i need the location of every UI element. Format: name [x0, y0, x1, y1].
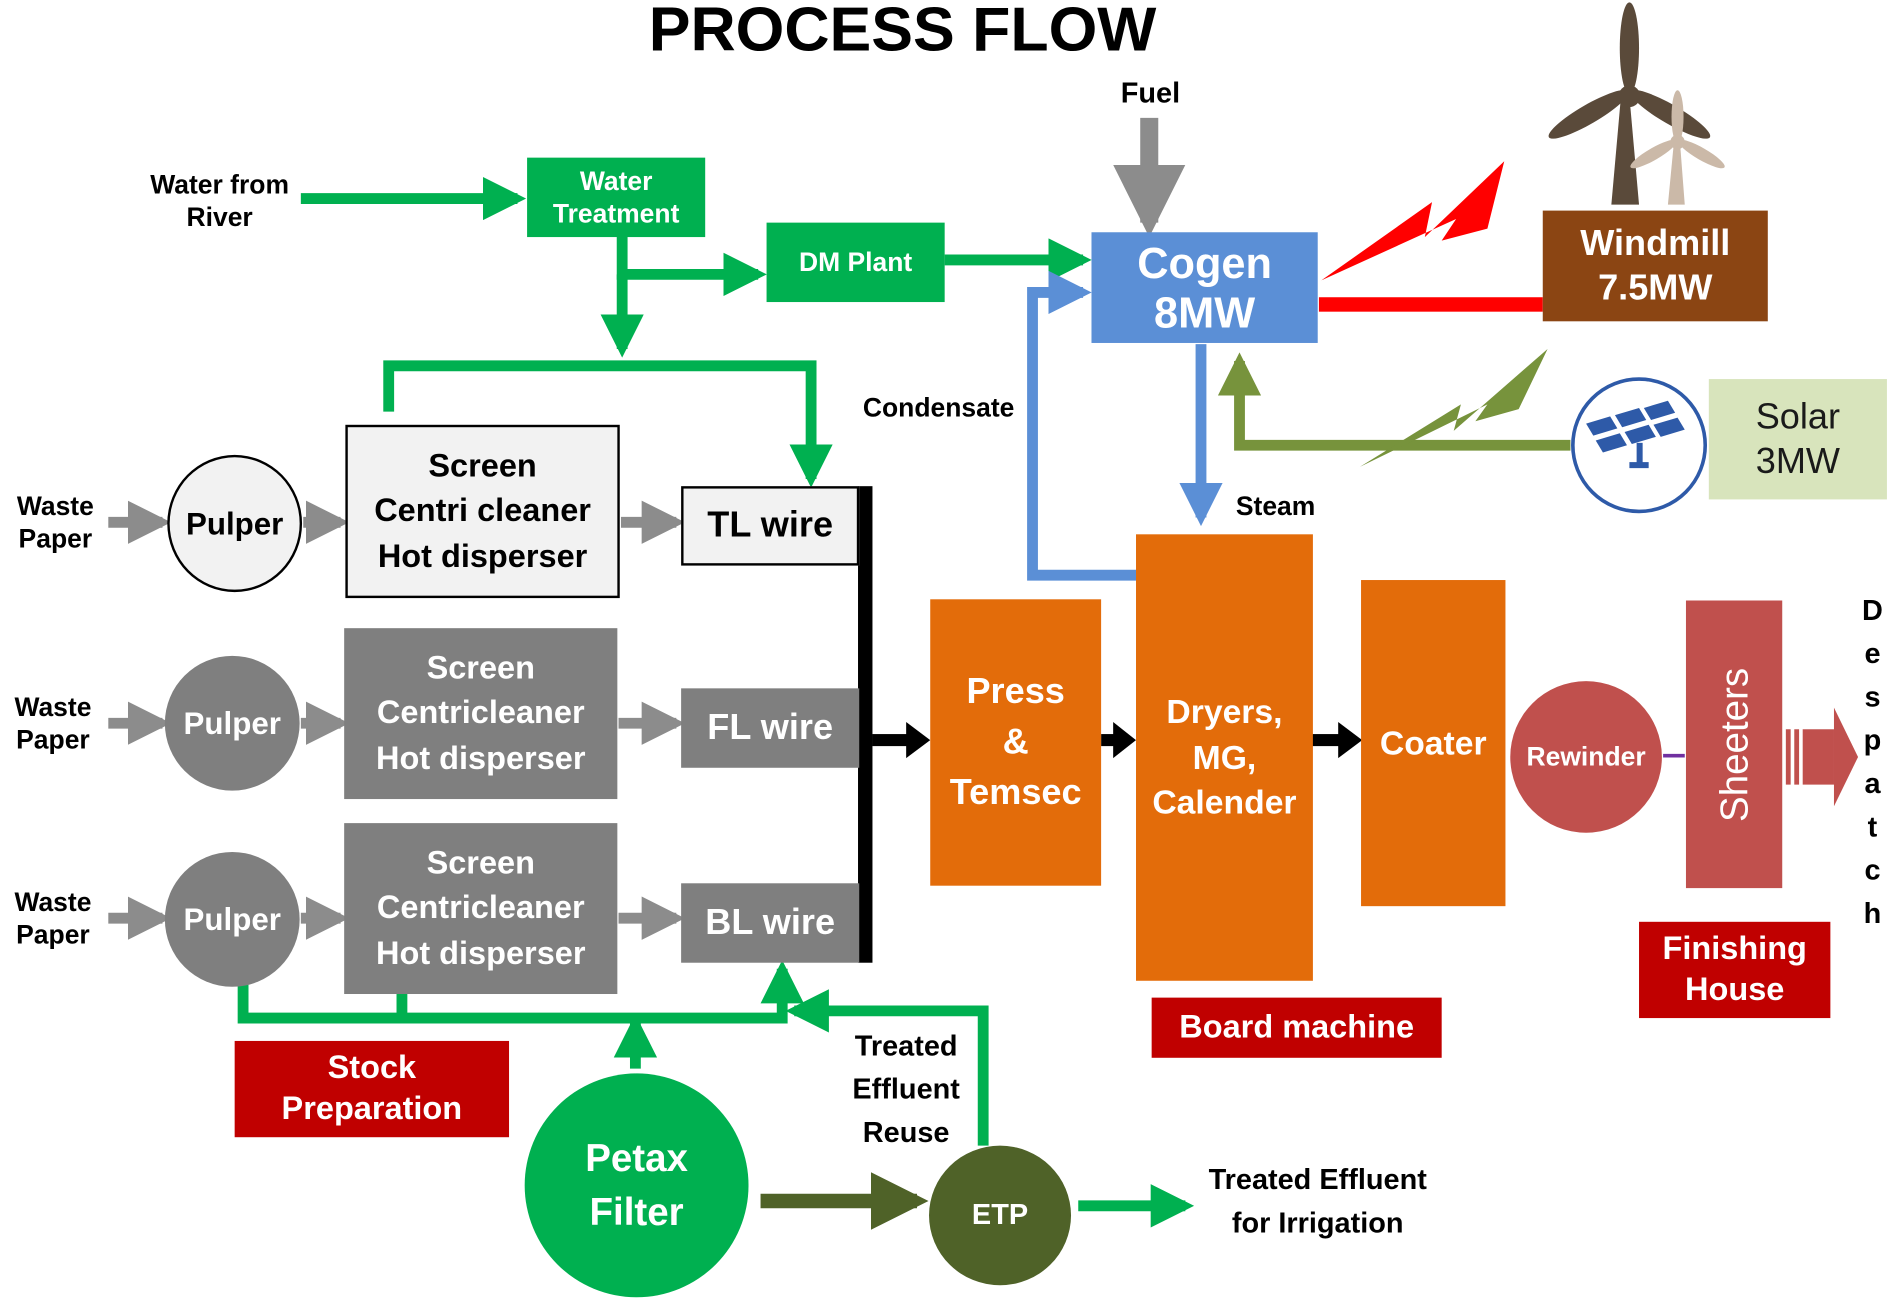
- label-line: Dryers,: [1166, 692, 1283, 731]
- label-line: Cogen: [1137, 237, 1272, 288]
- label-line: Hot disperser: [376, 739, 586, 776]
- dryers-box: Dryers, MG, Calender: [1136, 534, 1313, 981]
- label-line: Paper: [16, 724, 90, 755]
- label-line: Filter: [589, 1190, 684, 1234]
- effluent-connectors: [760, 753, 1685, 1230]
- label-line: Paper: [18, 523, 93, 554]
- pulper-circle-1: Pulper: [167, 454, 303, 593]
- steam-connectors: [1027, 270, 1223, 581]
- petax-filter-circle: Petax Filter: [524, 1073, 749, 1298]
- label-line: 7.5MW: [1598, 268, 1713, 309]
- label-line: Finishing: [1662, 930, 1807, 967]
- despatch-letter: s: [1864, 681, 1881, 714]
- label-line: House: [1685, 971, 1785, 1008]
- label-line: Calender: [1152, 783, 1297, 822]
- label-line: Reuse: [862, 1116, 950, 1150]
- rewinder-circle: Rewinder: [1510, 681, 1662, 833]
- waste-paper-label-3: Waste Paper: [2, 880, 103, 957]
- label-line: Centri cleaner: [374, 492, 591, 529]
- windmill-box: Windmill 7.5MW: [1542, 210, 1768, 322]
- label-line: &: [1002, 722, 1029, 762]
- label-line: Effluent: [852, 1073, 960, 1106]
- waste-paper-label-1: Waste Paper: [5, 484, 106, 561]
- dm-plant-box: DM Plant: [766, 222, 945, 303]
- label-line: Waste: [14, 886, 92, 917]
- label-line: Centricleaner: [376, 694, 585, 731]
- label-line: 8MW: [1154, 287, 1256, 337]
- page-title: PROCESS FLOW: [648, 0, 1157, 65]
- label-line: Water: [579, 165, 653, 196]
- water-connectors: [237, 176, 1195, 1228]
- fuel-label: Fuel: [1120, 77, 1181, 110]
- cogen-box: Cogen 8MW: [1091, 232, 1318, 343]
- label-line: Paper: [16, 919, 90, 950]
- stock-connectors: [108, 117, 1186, 940]
- waste-paper-label-2: Waste Paper: [2, 685, 103, 762]
- label-line: for Irrigation: [1231, 1207, 1404, 1240]
- press-temsec-box: Press & Temsec: [930, 599, 1102, 886]
- lightning-bolt-windmill: [1321, 161, 1505, 281]
- despatch-letter: c: [1864, 854, 1881, 887]
- treated-effluent-irrigation-label: Treated Effluent for Irrigation: [1185, 1158, 1450, 1247]
- label-line: Treatment: [552, 198, 680, 229]
- power-connectors: [1217, 161, 1571, 467]
- solar-panel-icon: [1571, 377, 1708, 514]
- label-line: Waste: [16, 490, 94, 521]
- coater-box: Coater: [1361, 580, 1506, 907]
- sheeters-label: Sheeters: [1712, 667, 1756, 822]
- label-line: Treated Effluent: [1208, 1163, 1427, 1197]
- despatch-letter: e: [1864, 637, 1881, 671]
- label-line: Screen: [426, 649, 535, 687]
- despatch-letter: p: [1863, 724, 1882, 757]
- label-line: Solar: [1755, 396, 1841, 437]
- fl-wire-box: FL wire: [681, 688, 860, 768]
- label-line: Treated: [854, 1030, 958, 1063]
- label-line: Petax: [585, 1136, 688, 1180]
- pulper-circle-2: Pulper: [164, 655, 300, 791]
- etp-circle: ETP: [929, 1145, 1072, 1286]
- windmill-icon: [1548, 2, 1725, 205]
- condensate-label: Condensate: [862, 392, 1015, 423]
- label-line: Screen: [428, 447, 537, 484]
- despatch-letter: a: [1864, 767, 1881, 801]
- despatch-letter: t: [1867, 811, 1878, 844]
- label-line: Preparation: [281, 1090, 463, 1127]
- water-from-river-label: Water from River: [132, 161, 306, 240]
- label-line: MG,: [1192, 738, 1257, 776]
- machine-connectors: [858, 486, 1363, 963]
- screen-box-1: Screen Centri cleaner Hot disperser: [345, 424, 620, 599]
- label-line: Water from: [150, 169, 290, 200]
- label-line: Hot disperser: [377, 537, 588, 574]
- despatch-letter: D: [1862, 594, 1883, 627]
- stock-preparation-label: Stock Preparation: [234, 1040, 510, 1138]
- label-line: Temsec: [949, 772, 1082, 813]
- label-line: River: [186, 202, 253, 233]
- screen-box-2: Screen Centricleaner Hot disperser: [344, 628, 618, 800]
- label-line: Waste: [14, 691, 92, 722]
- label-line: 3MW: [1755, 441, 1840, 482]
- solar-box: Solar 3MW: [1708, 379, 1887, 500]
- despatch-arrow: [1785, 707, 1859, 807]
- label-line: Centricleaner: [376, 889, 585, 926]
- despatch-letter: h: [1863, 897, 1882, 931]
- steam-label: Steam: [1235, 491, 1316, 522]
- tl-wire-box: TL wire: [681, 486, 860, 566]
- label-line: Screen: [426, 844, 535, 882]
- despatch-label: D e s p a t c h: [1858, 590, 1887, 941]
- screen-box-3: Screen Centricleaner Hot disperser: [344, 823, 618, 995]
- label-line: Windmill: [1580, 223, 1731, 263]
- bl-wire-box: BL wire: [681, 883, 860, 963]
- pulper-circle-3: Pulper: [164, 852, 300, 987]
- water-treatment-box: Water Treatment: [527, 157, 706, 238]
- finishing-house-label: Finishing House: [1639, 921, 1831, 1019]
- label-line: Stock: [327, 1049, 417, 1086]
- treated-effluent-reuse-label: Treated Effluent Reuse: [838, 1024, 975, 1156]
- board-machine-label: Board machine: [1151, 997, 1442, 1058]
- sheeters-box: Sheeters: [1685, 600, 1783, 889]
- lightning-bolt-solar: [1359, 348, 1548, 467]
- label-line: Press: [966, 671, 1065, 712]
- label-line: Hot disperser: [376, 934, 586, 971]
